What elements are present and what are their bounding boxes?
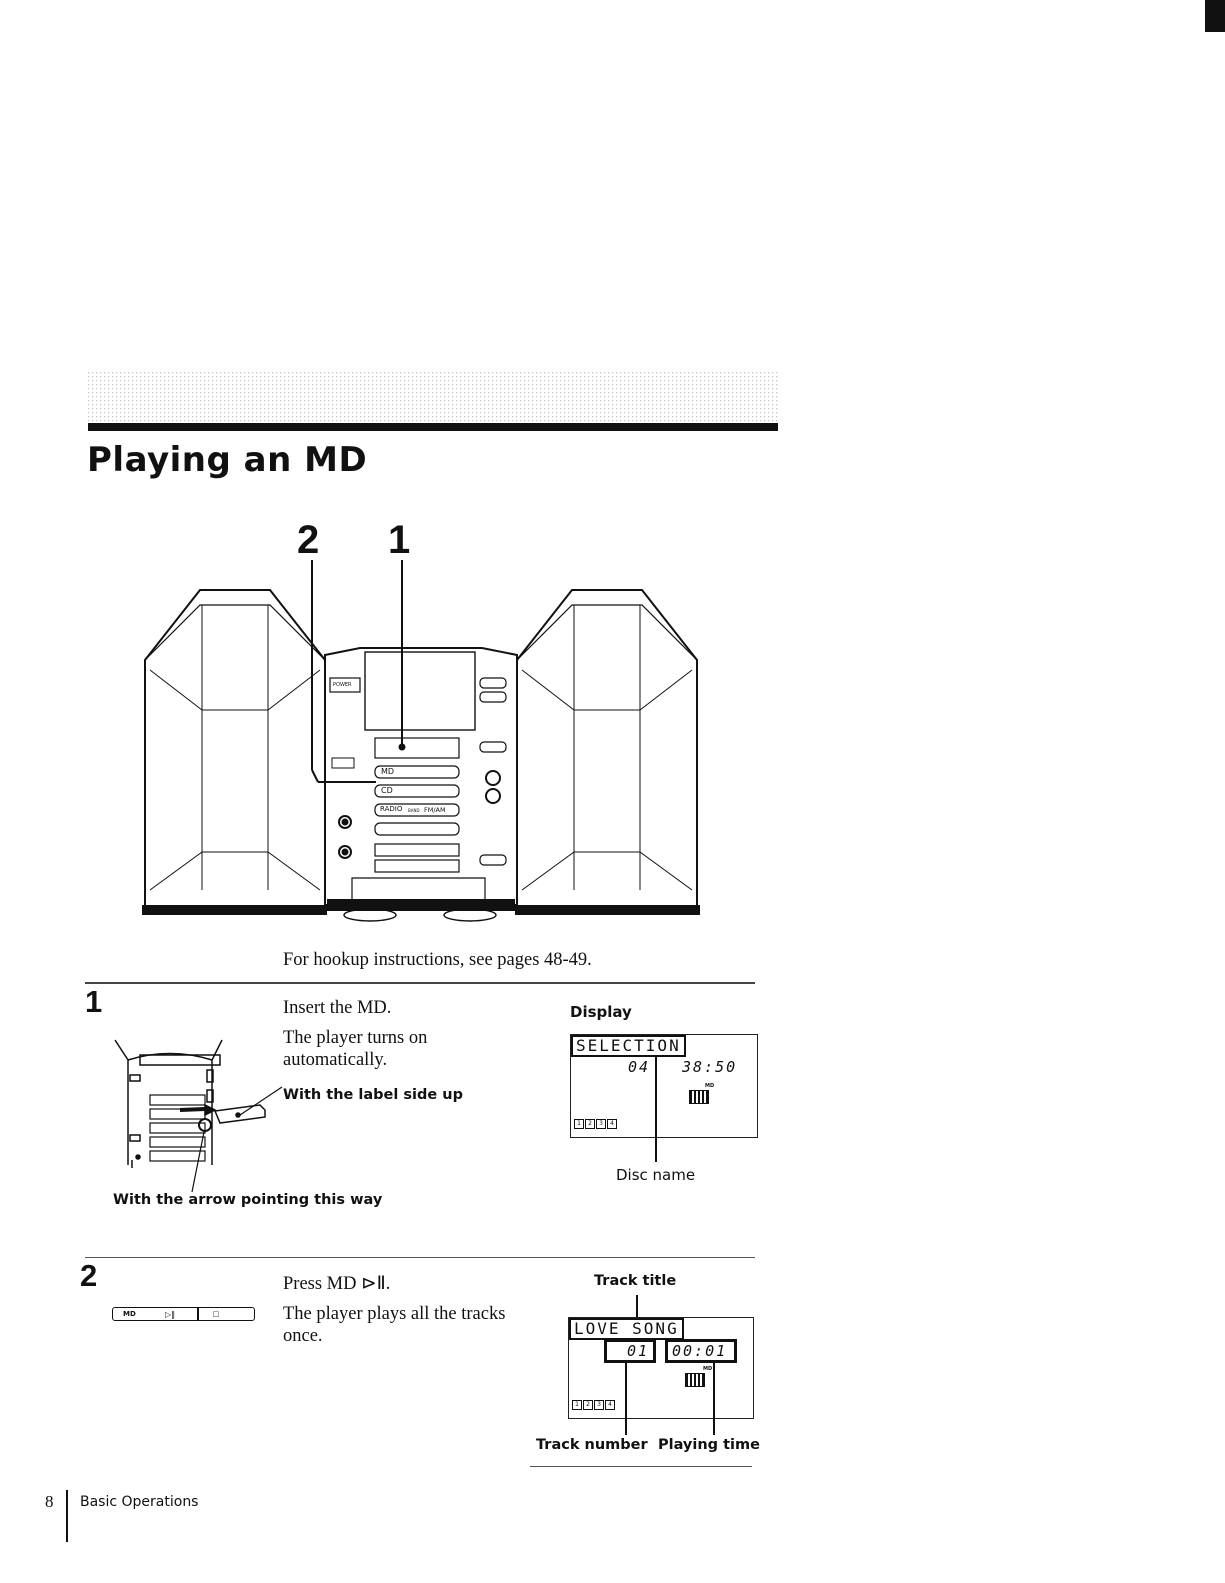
disc-name-caption: Disc name	[616, 1166, 696, 1184]
segment-indicators: 1 2 3 4	[574, 1119, 617, 1129]
track-title-readout: LOVE SONG	[569, 1318, 684, 1340]
step-1-number: 1	[85, 984, 103, 1019]
stop-icon: □	[212, 1310, 220, 1318]
corner-mark	[1205, 0, 1225, 32]
arrow-direction-note: With the arrow pointing this way	[113, 1192, 383, 1208]
total-time-readout: 38:50	[682, 1058, 738, 1076]
playing-time-caption: Playing time	[658, 1437, 760, 1453]
step-1-detail-line2: automatically.	[283, 1050, 388, 1070]
step-1-detail-line1: The player turns on	[283, 1028, 428, 1048]
page-number: 8	[45, 1492, 54, 1511]
track-number-caption: Track number	[536, 1437, 648, 1453]
cd-button-label: CD	[381, 786, 393, 795]
callout-1: 1	[388, 518, 411, 562]
track-number-leader	[625, 1361, 627, 1435]
md-disc-icon	[685, 1373, 705, 1387]
callout-2: 2	[297, 518, 320, 562]
segment-indicator: 3	[596, 1119, 606, 1129]
segment-indicator: 1	[574, 1119, 584, 1129]
md-indicator-label: MD	[703, 1366, 713, 1372]
band-label: BAND	[408, 808, 420, 813]
section-rule	[530, 1466, 752, 1467]
step-2-instruction: Press MD ⊳Ⅱ.	[283, 1274, 391, 1294]
page-title: Playing an MD	[87, 440, 368, 480]
fm-am-label: FM/AM	[424, 806, 446, 814]
section-rule	[85, 1257, 755, 1258]
md-button-text: MD	[123, 1310, 136, 1318]
section-rule	[85, 982, 755, 984]
md-insertion-illustration	[114, 1039, 283, 1193]
step-2-number: 2	[80, 1258, 98, 1293]
md-indicator-label: MD	[705, 1083, 715, 1089]
label-side-up-note: With the label side up	[283, 1087, 463, 1103]
lcd-display-1: SELECTION 04 38:50 MD 1 2 3 4	[570, 1034, 758, 1138]
segment-indicator: 1	[572, 1400, 582, 1410]
segment-indicator: 2	[583, 1400, 593, 1410]
play-pause-icon: ▷‖	[165, 1309, 176, 1319]
power-label: POWER	[333, 682, 352, 688]
segment-indicators: 1 2 3 4	[572, 1400, 615, 1410]
segment-indicator: 3	[594, 1400, 604, 1410]
playing-time-leader	[713, 1361, 715, 1435]
md-system-illustration	[142, 560, 700, 922]
footer-divider	[66, 1490, 68, 1542]
md-disc-icon	[689, 1090, 709, 1104]
step-2-detail-line1: The player plays all the tracks	[283, 1304, 506, 1324]
playing-time-readout: 00:01	[665, 1339, 737, 1363]
track-title-heading: Track title	[594, 1273, 677, 1289]
hookup-note: For hookup instructions, see pages 48-49…	[283, 950, 592, 970]
segment-indicator: 2	[585, 1119, 595, 1129]
disc-name-readout: SELECTION	[571, 1035, 686, 1057]
md-button-label: MD	[381, 767, 395, 776]
step-1-instruction: Insert the MD.	[283, 998, 392, 1018]
header-band	[88, 372, 778, 431]
track-number-readout: 01	[604, 1339, 656, 1363]
footer-section-name: Basic Operations	[80, 1494, 199, 1510]
step-2-detail-line2: once.	[283, 1326, 323, 1346]
disc-name-leader	[655, 1056, 657, 1162]
display-heading: Display	[570, 1003, 632, 1021]
segment-indicator: 4	[605, 1400, 615, 1410]
track-count-readout: 04	[627, 1058, 650, 1076]
lcd-display-2: LOVE SONG 01 00:01 MD 1 2 3 4	[568, 1317, 754, 1419]
segment-indicator: 4	[607, 1119, 617, 1129]
md-play-button-illustration: MD ▷‖ □	[112, 1307, 255, 1321]
radio-button-label: RADIO	[380, 805, 403, 813]
track-title-leader	[636, 1295, 638, 1317]
